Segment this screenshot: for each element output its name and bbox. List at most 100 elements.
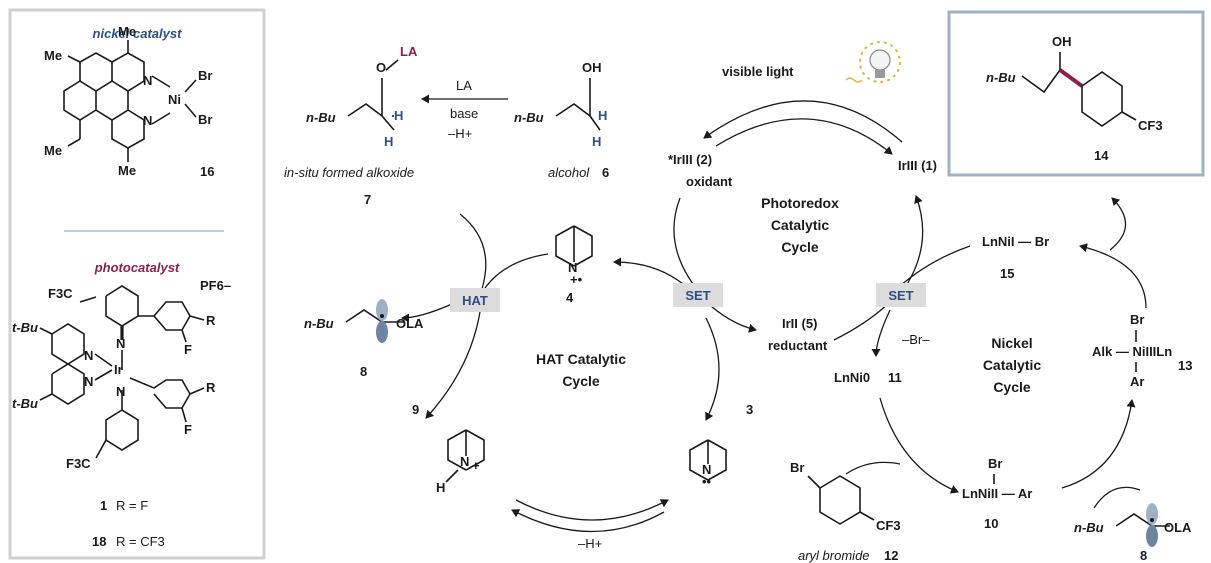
nickel-title: Catalytic	[983, 357, 1042, 373]
alcohol-h-label: H	[592, 134, 601, 149]
radical-right-butyl-label: n-Bu	[1074, 520, 1104, 535]
ni-iii-bromide-label: Br	[1130, 312, 1144, 327]
compound-7-label: 7	[364, 192, 371, 207]
aryl-bromide-br-label: Br	[790, 460, 804, 475]
photoredox-title: Catalytic	[771, 217, 830, 233]
compound-1-definition: R = F	[116, 498, 148, 513]
nitrogen-label: N	[143, 113, 152, 128]
radical-capture-arrow	[1061, 399, 1136, 489]
alcohol-caption: alcohol	[548, 165, 590, 180]
photocatalyst-title: photocatalyst	[94, 260, 180, 275]
r-group-label: R	[206, 380, 216, 395]
compound-15-label: 15	[1000, 266, 1014, 281]
product-butyl-label: n-Bu	[986, 70, 1016, 85]
ni-0-label: LnNi0	[834, 370, 870, 385]
methyl-label: Me	[44, 143, 62, 158]
reductant-label: reductant	[768, 338, 828, 353]
deprotonation-arrow	[515, 499, 669, 521]
set-to-ni0-arrow	[871, 309, 891, 357]
nickel-label: Ni	[168, 92, 181, 107]
alkoxide-h-label: H	[394, 108, 403, 123]
nitrogen-label: N	[116, 336, 125, 351]
radical-cation-nitrogen: N	[568, 260, 577, 275]
visible-light-label: visible light	[722, 64, 794, 79]
ground-iridium-label: IrIII (1)	[898, 158, 937, 173]
product-hydroxyl-label: OH	[1052, 34, 1072, 49]
deprotonation-label: –H+	[578, 536, 602, 551]
methyl-label: Me	[118, 163, 136, 178]
compound-13-label: 13	[1178, 358, 1192, 373]
ni-iii-label: Alk — NiIIILn	[1092, 344, 1172, 359]
reagent-minus-h-label: –H+	[448, 126, 472, 141]
methyl-label: Me	[44, 48, 62, 63]
quinuclidine-nitrogen: N	[702, 462, 711, 477]
compound-10-label: 10	[984, 516, 998, 531]
nickel-catalyst-structure	[63, 40, 197, 162]
reductive-elimination-arrow	[1079, 243, 1147, 309]
compound-4-label: 4	[566, 290, 574, 305]
alkoxide-oxygen-label: O	[376, 60, 386, 75]
hat-badge-label: HAT	[462, 293, 488, 308]
nitrogen-label: N	[84, 348, 93, 363]
oxidant-label: oxidant	[686, 174, 733, 189]
compound-9-label: 9	[412, 402, 419, 417]
radical-cation-charge: +•	[570, 272, 583, 287]
hat-to-ammonium-arrow	[425, 311, 481, 419]
radical-cation-structure	[555, 225, 593, 267]
compound-8-label: 8	[360, 364, 367, 379]
set-badge-right	[876, 283, 926, 307]
compound-14-label: 14	[1094, 148, 1109, 163]
excited-iridium-label: *IrIII (2)	[668, 152, 712, 167]
fluorine-label: F	[184, 422, 192, 437]
compound-11-label: 11	[888, 370, 902, 385]
photoredox-title: Cycle	[781, 239, 819, 255]
product-cf3-label: CF3	[1138, 118, 1163, 133]
compound-1-number: 1	[100, 498, 107, 513]
ni-ii-bromide-label: Br	[988, 456, 1002, 471]
fluorine-label: F	[184, 342, 192, 357]
set-badge-right-label: SET	[888, 288, 913, 303]
compound-3-label: 3	[746, 402, 753, 417]
radical-right-ola-label: OLA	[1164, 520, 1192, 535]
alkoxide-la-label: LA	[400, 44, 418, 59]
compound-8-right-label: 8	[1140, 548, 1147, 563]
hat-to-radical-arrow	[401, 303, 453, 323]
iridium-label: Ir	[114, 362, 123, 377]
quinuclidine-structure	[689, 439, 727, 481]
nickel-title: Cycle	[993, 379, 1031, 395]
nickel-title: Nickel	[991, 335, 1032, 351]
tert-butyl-label: t-Bu	[12, 396, 38, 411]
radical-8-arc	[1093, 486, 1141, 509]
alkoxide-butyl-label: n-Bu	[306, 110, 336, 125]
photocatalyst-structure	[39, 285, 205, 459]
product-box	[947, 10, 1205, 177]
set-badge-left	[673, 283, 723, 307]
aryl-bromide-caption: aryl bromide	[798, 548, 870, 563]
bromide-label: Br	[198, 112, 212, 127]
nickel-catalyst-title: nickel catalyst	[93, 26, 183, 41]
nitrogen-label: N	[84, 374, 93, 389]
light-bulb-icon	[845, 41, 901, 83]
trifluoromethyl-label: F3C	[66, 456, 91, 471]
hat-badge	[450, 288, 500, 312]
alkyl-radical-structure-right	[1115, 503, 1170, 547]
alkoxide-structure	[347, 59, 399, 131]
alcohol-structure	[555, 78, 601, 131]
protonation-arrow	[511, 509, 665, 533]
photoredox-title: Photoredox	[761, 195, 839, 211]
trifluoromethyl-label: F3C	[48, 286, 73, 301]
r-group-label: R	[206, 313, 216, 328]
nitrogen-label: N	[143, 73, 152, 88]
ammonium-structure	[445, 429, 485, 483]
ni-iii-aryl-label: Ar	[1130, 374, 1144, 389]
aryl-bromide-cf3-label: CF3	[876, 518, 901, 533]
hat-right-arc	[705, 317, 720, 421]
alcohol-h-label: H	[598, 108, 607, 123]
excitation-arrow	[703, 100, 903, 143]
ni-i-bromide-label: LnNiI — Br	[982, 234, 1049, 249]
alcohol-hydroxyl-label: OH	[582, 60, 602, 75]
alcohol-butyl-label: n-Bu	[514, 110, 544, 125]
alkyl-radical-structure	[345, 299, 404, 343]
compound-18-definition: R = CF3	[116, 534, 165, 549]
